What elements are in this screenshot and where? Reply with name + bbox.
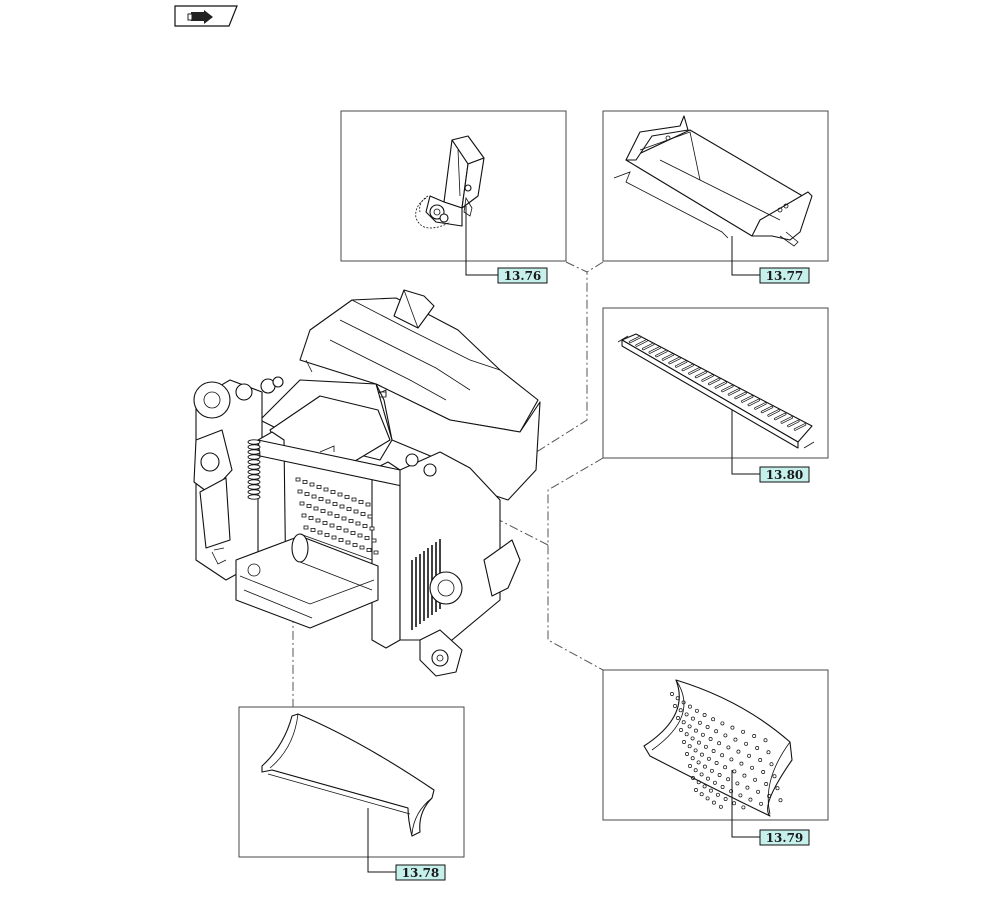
main-assembly (193, 289, 541, 677)
callout-13-80[interactable]: 13.80 (759, 466, 810, 483)
callout-label: 13.78 (402, 866, 440, 880)
leader-lines (367, 206, 760, 873)
part-sieve (643, 679, 793, 817)
detail-frame-tensioner (340, 110, 567, 262)
part-tensioner (415, 135, 485, 229)
detail-frame-tray (602, 110, 829, 262)
detail-frame-sieve (602, 669, 829, 821)
callout-label: 13.80 (766, 468, 804, 482)
part-tray (613, 115, 813, 247)
part-grate (617, 333, 815, 449)
callout-13-79[interactable]: 13.79 (759, 829, 810, 846)
callout-label: 13.79 (766, 831, 804, 845)
callout-13-78[interactable]: 13.78 (395, 864, 446, 881)
nav-back-tag[interactable] (174, 5, 238, 27)
callout-13-77[interactable]: 13.77 (759, 267, 810, 284)
part-concave (261, 713, 435, 837)
callout-label: 13.77 (766, 269, 804, 283)
detail-frame-concave (238, 706, 465, 858)
callout-13-76[interactable]: 13.76 (497, 267, 548, 284)
arrow-back-icon (187, 10, 213, 24)
callout-label: 13.76 (504, 269, 542, 283)
detail-frame-grate (602, 307, 829, 459)
